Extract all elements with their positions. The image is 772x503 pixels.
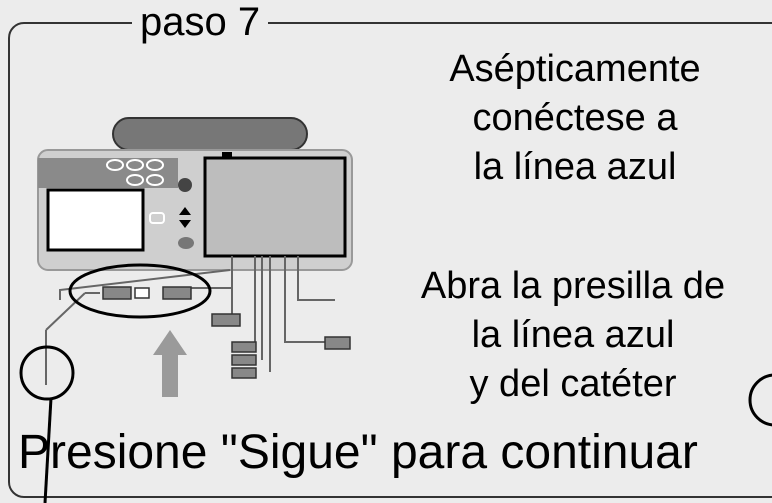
instruction-open-clamp: Abra la presilla de la línea azul y del … — [378, 262, 768, 409]
continue-prompt: Presione "Sigue" para continuar — [18, 426, 698, 479]
tray-latch — [222, 152, 232, 160]
up-arrow-icon — [153, 330, 187, 397]
instruction-line: la línea azul — [471, 314, 675, 356]
highlight-circle — [68, 263, 212, 319]
cassette-tray — [203, 156, 347, 258]
control-buttons — [106, 159, 164, 186]
instruction-line: Abra la presilla de — [420, 265, 726, 307]
instruction-line: y del catéter — [469, 363, 677, 405]
device-screen — [46, 188, 145, 252]
tubing-lines — [59, 256, 335, 372]
indicator-icon — [178, 237, 194, 249]
pointer-line — [43, 397, 53, 503]
instruction-line: Asépticamente — [449, 48, 701, 90]
step-title: paso 7 — [132, 2, 269, 42]
small-button — [149, 212, 165, 224]
step-frame — [8, 22, 772, 498]
catheter-highlight-circle — [19, 345, 75, 401]
knob-icon — [178, 178, 192, 192]
arrow-down-icon — [179, 220, 191, 228]
instruction-connect: Asépticamente conéctese a la línea azul — [395, 45, 755, 192]
instruction-line: conéctese a — [472, 97, 678, 139]
partial-circle — [748, 373, 772, 427]
arrow-up-icon — [179, 207, 191, 215]
device-handle — [112, 117, 308, 151]
connectors — [102, 286, 351, 379]
connector-tip — [134, 287, 150, 299]
instruction-line: la línea azul — [473, 146, 677, 188]
